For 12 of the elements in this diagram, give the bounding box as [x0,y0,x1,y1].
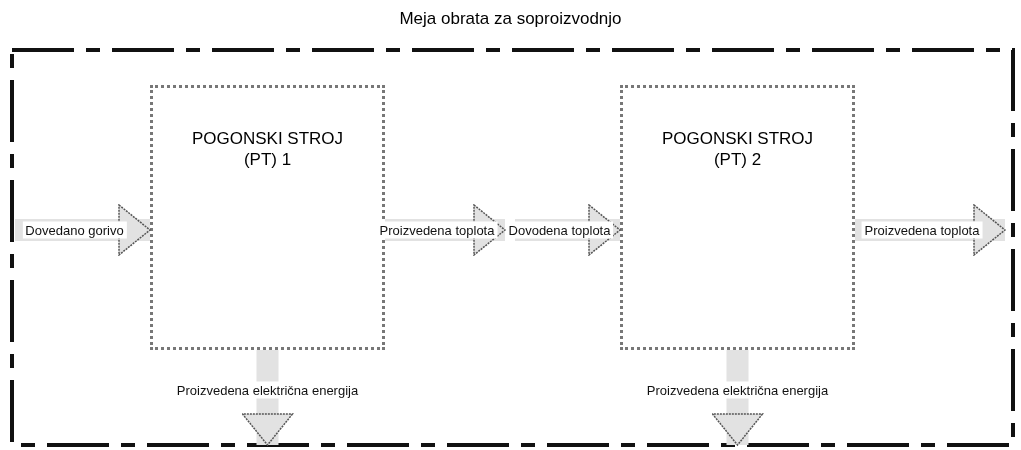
machine-label: POGONSKI STROJ (PT) 1 [190,128,345,170]
block-arrow [855,204,1006,256]
edge-label: Proizvedena toplota [861,221,983,239]
block-arrow [15,204,151,256]
block-arrow [711,350,764,446]
block-arrow [385,204,506,256]
machine-box [620,85,855,350]
block-arrow [515,204,621,256]
machine-label: POGONSKI STROJ (PT) 2 [660,128,815,170]
block-arrow [241,350,294,446]
boundary-title: Meja obrata za soproizvodnjo [398,9,623,29]
edge-label: Dovedano gorivo [22,221,127,239]
